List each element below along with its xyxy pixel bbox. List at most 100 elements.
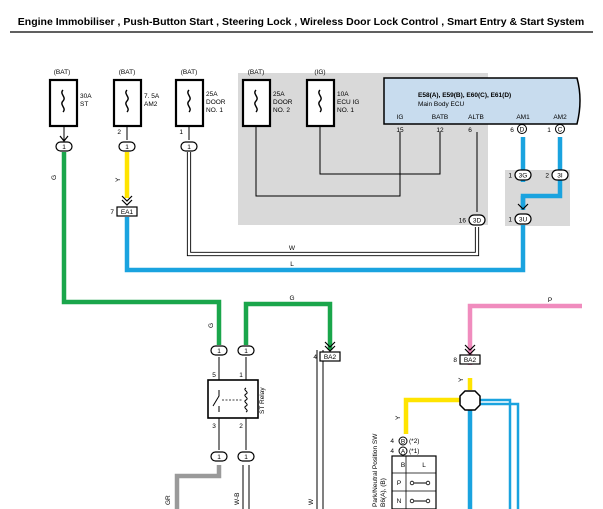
svg-text:25A: 25A [206,91,218,98]
svg-text:NO. 2: NO. 2 [273,107,290,114]
wire-label-wb: W-B [234,492,241,505]
svg-text:B: B [401,439,405,446]
ecu-am2-connector: C [555,124,565,134]
wire-label-p: P [548,297,552,304]
wire-blue-l [124,217,526,273]
svg-text:Park/Neutral Position SW: Park/Neutral Position SW [372,433,379,507]
svg-text:1: 1 [62,144,66,151]
wire-ecuig-batb [319,117,441,175]
svg-text:1: 1 [217,454,221,461]
main-body-ecu-box [383,77,581,125]
svg-text:2: 2 [545,173,549,180]
ecu-pin-label-am2: AM2 [553,114,567,121]
wire-label-g-relay: G [208,323,215,328]
wire-green-st-fuse [61,152,222,345]
svg-text:10A: 10A [337,91,349,98]
ecu-pin-label-altb: ALTB [468,114,484,121]
svg-text:DOOR: DOOR [273,99,293,106]
ecu-title: E58(A), E59(B), E60(C), E61(D) [418,92,511,99]
terminal-relay-3: 1 [210,451,228,462]
svg-text:DOOR: DOOR [206,99,226,106]
fuse-7-5a-am2: (BAT) 7. 5A AM2 [112,69,160,128]
wire-gray-gr [174,465,222,509]
wire-w-vertical [316,350,324,509]
svg-text:(BAT): (BAT) [119,69,136,76]
svg-text:B6(A), (B): B6(A), (B) [380,478,387,507]
ecu-pin-label-batb: BATB [432,114,449,121]
ecu-subtitle: Main Body ECU [418,101,465,108]
connector-3i: 3I 2 [545,169,569,181]
svg-text:(BAT): (BAT) [248,69,265,76]
wire-label-w: W [289,245,296,252]
wire-green-relay-out [243,301,333,350]
wire-yellow-park [403,378,473,434]
svg-text:16: 16 [459,218,467,225]
fuse-am2-terminal: 2 1 [117,126,136,152]
svg-text:C: C [558,127,563,134]
svg-text:1: 1 [125,144,129,151]
svg-text:D: D [520,127,525,134]
svg-text:N: N [397,498,402,505]
svg-text:1: 1 [179,129,183,136]
svg-text:7. 5A: 7. 5A [144,93,160,100]
svg-text:3U: 3U [519,217,528,224]
svg-text:AM2: AM2 [144,101,158,108]
svg-text:4: 4 [390,438,394,445]
svg-text:3D: 3D [473,218,482,225]
wire-label-w-lower: W [308,498,315,505]
connector-ba2-right: BA2 8 [453,344,481,365]
wire-label-l: L [290,261,294,268]
wire-label-gr: GR [165,495,172,505]
svg-text:BA2: BA2 [464,357,477,364]
svg-text:(BAT): (BAT) [54,69,71,76]
connector-3g: 3G 1 [508,169,532,181]
wire-label-y-am2: Y [115,177,122,182]
wire-label-g-mid: G [289,295,294,302]
svg-text:7: 7 [110,209,114,216]
svg-text:1: 1 [508,173,512,180]
svg-text:(BAT): (BAT) [181,69,198,76]
svg-text:(IG): (IG) [314,69,325,76]
ecu-pin-num-am1: 6 [510,127,514,134]
svg-text:3G: 3G [519,173,528,180]
svg-text:L: L [422,462,426,469]
svg-text:5: 5 [212,372,216,379]
ecu-pin-num-am2: 1 [547,127,551,134]
fuse-25a-door-no2: (BAT) 25A DOOR NO. 2 [241,69,293,128]
svg-text:1: 1 [239,372,243,379]
st-relay: 5 1 3 2 ST Relay [207,372,266,430]
svg-text:30A: 30A [80,93,92,100]
svg-text:BA2: BA2 [324,354,337,361]
svg-text:4: 4 [313,354,317,361]
svg-text:ECU IG: ECU IG [337,99,359,106]
svg-text:3I: 3I [557,173,563,180]
wire-label-g-left: G [51,175,58,180]
svg-text:1: 1 [244,454,248,461]
connector-ea1: EA1 7 [110,195,138,217]
svg-text:1: 1 [187,144,191,151]
svg-text:ST Relay: ST Relay [259,387,266,414]
fuse-30a-st: (BAT) 30A ST [48,69,92,128]
svg-text:P: P [397,480,401,487]
wire-wb-vertical [242,465,250,509]
park-neutral-switch: 4 B (*2) 4 A (*1) B L P N Park/Neutral P… [372,433,437,509]
svg-text:2: 2 [239,423,243,430]
junction-connector [459,390,481,411]
wire-blue-branch [479,398,520,509]
svg-text:4: 4 [390,448,394,455]
wire-label-y-park: Y [395,415,402,420]
fuse-door1-terminal: 1 1 [179,126,198,152]
svg-text:8: 8 [453,357,457,364]
connector-3u: 3U 1 [508,203,532,225]
terminal-relay-out: 1 [237,345,255,356]
ecu-pin-num-15: 15 [396,127,404,134]
relay-leads [218,357,247,450]
ecu-pin-num-12: 12 [436,127,444,134]
ecu-pin-num-6: 6 [468,127,472,134]
svg-text:(*1): (*1) [409,448,419,455]
ecu-am1-connector: D [517,124,527,134]
wire-label-y-ba2: Y [458,377,465,382]
wire-door2-ig [255,117,401,197]
svg-text:EA1: EA1 [121,209,134,216]
